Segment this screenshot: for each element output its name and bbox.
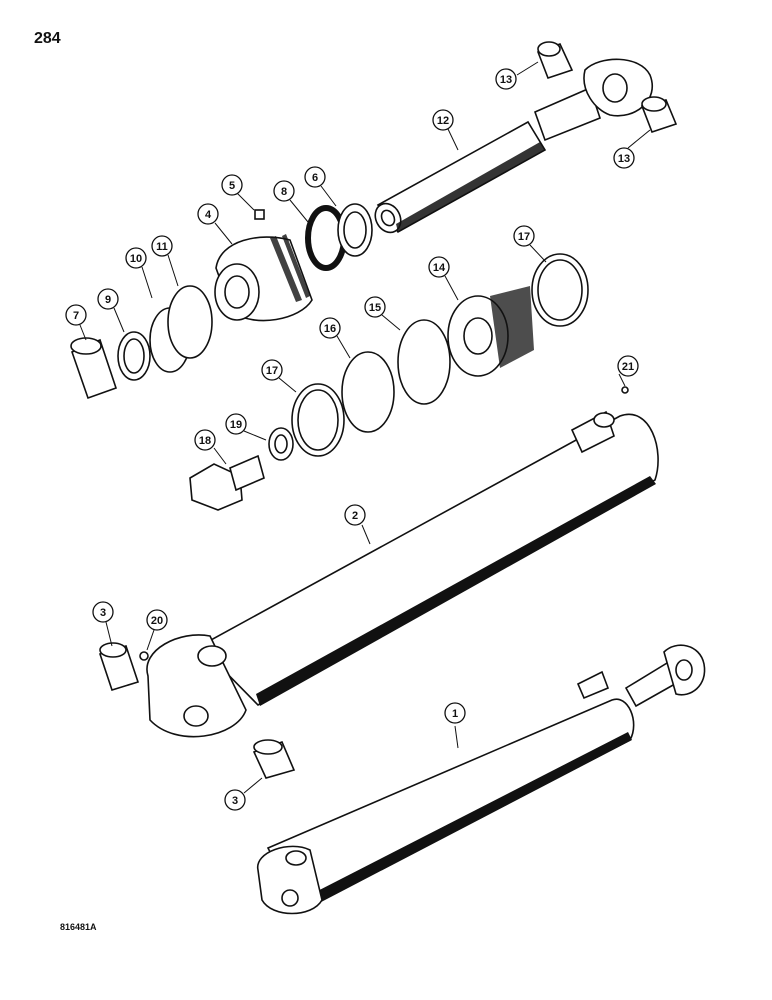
callout-17-right: 17 — [513, 225, 535, 247]
callout-label: 4 — [205, 209, 212, 221]
piston-rod — [374, 58, 653, 234]
callout-label: 16 — [324, 323, 336, 335]
ring-11 — [167, 285, 213, 359]
callout-13-top: 13 — [495, 68, 517, 90]
callout-label: 5 — [229, 180, 235, 192]
callout-7: 7 — [65, 304, 87, 326]
assembled-cylinder — [257, 644, 706, 915]
callout-1: 1 — [444, 702, 466, 724]
callout-12: 12 — [432, 109, 454, 131]
callout-label: 17 — [266, 365, 278, 377]
piston-14 — [447, 286, 534, 377]
callout-label: 11 — [156, 241, 168, 253]
washer-19 — [268, 427, 294, 461]
callout-label: 13 — [618, 153, 630, 165]
callout-label: 3 — [232, 795, 238, 807]
callout-10: 10 — [125, 247, 147, 269]
callout-label: 8 — [281, 186, 287, 198]
ring-6 — [337, 203, 373, 257]
setscrew-5 — [254, 209, 265, 220]
callout-3-top: 3 — [92, 601, 114, 623]
callout-label: 20 — [151, 615, 163, 627]
callout-label: 2 — [352, 510, 358, 522]
callout-21: 21 — [617, 355, 639, 377]
callout-15: 15 — [364, 296, 386, 318]
callout-label: 1 — [452, 708, 458, 720]
callout-9: 9 — [97, 288, 119, 310]
callout-label: 12 — [437, 115, 449, 127]
fitting-20 — [139, 651, 149, 661]
bushing-13-left — [536, 41, 574, 80]
wear-ring-17-left — [291, 383, 345, 457]
wear-ring-17-right — [531, 253, 589, 327]
callout-label: 17 — [518, 231, 530, 243]
callout-label: 13 — [500, 74, 512, 86]
ring-15 — [397, 319, 451, 405]
leader-lines — [79, 61, 651, 794]
figure-code: 816481A — [60, 922, 97, 932]
callout-5: 5 — [221, 174, 243, 196]
callout-label: 21 — [622, 361, 634, 373]
gland — [214, 234, 313, 322]
callout-label: 3 — [100, 607, 106, 619]
bushing-3-top — [98, 642, 140, 691]
bushing-13-right — [640, 96, 678, 134]
callout-6: 6 — [304, 166, 326, 188]
callout-3-bottom: 3 — [224, 789, 246, 811]
ring-16 — [341, 351, 395, 433]
callout-14: 14 — [428, 256, 450, 278]
callout-18: 18 — [194, 429, 216, 451]
ring-9 — [117, 331, 151, 381]
callout-17-left: 17 — [261, 359, 283, 381]
callout-label: 9 — [105, 294, 111, 306]
callout-20: 20 — [146, 609, 168, 631]
callout-11: 11 — [151, 235, 173, 257]
callout-label: 7 — [73, 310, 79, 322]
callout-16: 16 — [319, 317, 341, 339]
callout-4: 4 — [197, 203, 219, 225]
callout-8: 8 — [273, 180, 295, 202]
callout-19: 19 — [225, 413, 247, 435]
callout-label: 18 — [199, 435, 211, 447]
bushing-3-bottom — [252, 739, 296, 779]
page-number: 284 — [34, 30, 61, 47]
callout-label: 6 — [312, 172, 318, 184]
barrel — [146, 410, 659, 738]
callout-label: 19 — [230, 419, 242, 431]
bushing-7 — [70, 337, 118, 400]
callout-label: 14 — [433, 262, 446, 274]
fitting-21 — [621, 386, 629, 394]
callout-label: 10 — [130, 253, 142, 265]
callout-2: 2 — [344, 504, 366, 526]
bolt-18 — [189, 454, 265, 511]
callout-label: 15 — [369, 302, 381, 314]
callout-13-right: 13 — [613, 147, 635, 169]
